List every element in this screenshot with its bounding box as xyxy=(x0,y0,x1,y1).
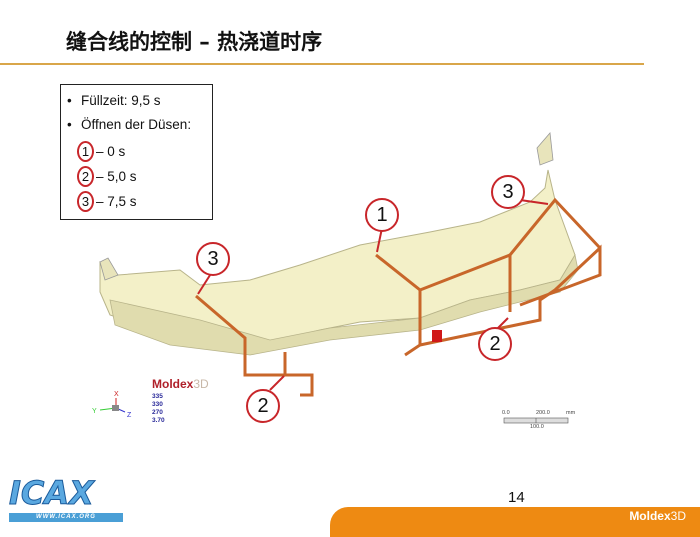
legend-value: 270 xyxy=(152,409,163,416)
legend-value: 330 xyxy=(152,401,163,408)
gate-number: 3 xyxy=(77,191,94,212)
gate-3-row: 3– 7,5 s xyxy=(77,191,137,212)
bumper-model: X Y Z xyxy=(92,132,602,424)
icax-logo: ICAX xyxy=(5,474,130,517)
gate-callout-1: 1 xyxy=(365,198,399,232)
page-number: 14 xyxy=(508,489,525,506)
moldex-label-b: 3D xyxy=(193,377,209,391)
footer-brand-a: Moldex xyxy=(629,509,671,523)
bracket-right xyxy=(536,132,554,166)
gate-time: – 7,5 s xyxy=(96,194,137,209)
result-legend: 335 330 270 3.70 xyxy=(152,393,165,425)
gate-callout-2-right: 2 xyxy=(478,327,512,361)
coordinate-axes-icon: X Y Z xyxy=(92,391,132,419)
legend-value: 335 xyxy=(152,393,163,400)
opening-text: Öffnen der Düsen: xyxy=(81,117,192,132)
moldex-label-a: Moldex xyxy=(152,377,194,391)
gate-timing-box: • Füllzeit: 9,5 s • Öffnen der Düsen: 1– 0… xyxy=(60,84,213,220)
opening-item: • Öffnen der Düsen: xyxy=(67,117,191,132)
fill-time-text: Füllzeit: 9,5 s xyxy=(81,93,161,108)
runner-system xyxy=(195,197,602,397)
gate-callout-3-left: 3 xyxy=(196,242,230,276)
footer-brand: Moldex3D xyxy=(629,509,686,523)
gate-callout-2-left: 2 xyxy=(246,389,280,423)
scale-unit: mm xyxy=(566,410,576,416)
bullet: • xyxy=(67,117,72,132)
gate-1-row: 1– 0 s xyxy=(77,141,125,162)
gate-time: – 5,0 s xyxy=(96,169,137,184)
logo-text: ICAX xyxy=(9,476,95,512)
logo-url: WWW.ICAX.ORG xyxy=(9,513,123,522)
footer-brand-b: 3D xyxy=(670,509,686,523)
scale-end: 200.0 xyxy=(536,410,550,416)
slide-title: 缝合线的控制 – 热浇道时序 xyxy=(66,30,323,54)
gate-callout-3-right: 3 xyxy=(491,175,525,209)
bumper-lower-face xyxy=(109,253,579,356)
icax-logo-graphic: ICAX xyxy=(9,474,96,513)
scale-start: 0.0 xyxy=(502,410,510,416)
axis-z-label: Z xyxy=(127,412,132,419)
scale-mid: 100.0 xyxy=(530,424,544,430)
gate-time: – 0 s xyxy=(96,144,126,159)
scale-bar xyxy=(503,417,569,424)
axis-y-label: Y xyxy=(92,408,97,415)
axis-x-label: X xyxy=(114,391,119,398)
gate-number: 1 xyxy=(77,141,94,162)
bracket-left xyxy=(99,257,119,281)
fill-time-item: • Füllzeit: 9,5 s xyxy=(67,93,161,108)
title-divider xyxy=(0,63,644,65)
moldex-watermark: Moldex3D xyxy=(152,377,209,391)
inlet-marker xyxy=(432,330,442,342)
legend-value: 3.70 xyxy=(152,417,165,424)
scale-labels: 0.0 200.0 mm 100.0 xyxy=(502,410,582,432)
gate-2-row: 2– 5,0 s xyxy=(77,166,137,187)
gate-number: 2 xyxy=(77,166,94,187)
bullet: • xyxy=(67,93,72,108)
